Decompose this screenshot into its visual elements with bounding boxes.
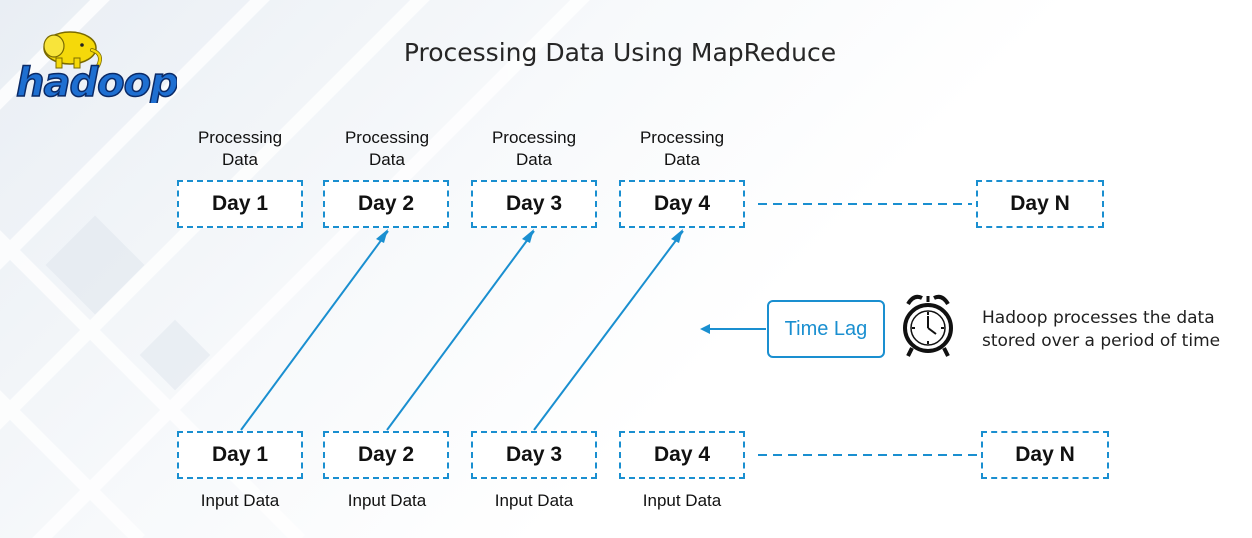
- input-day-1-box: Day 1: [177, 431, 303, 479]
- processing-day-1-box: Day 1: [177, 180, 303, 228]
- arrow-left-icon: [700, 324, 710, 334]
- time-lag-box: Time Lag: [767, 300, 885, 358]
- input-label-2: Input Data: [347, 491, 427, 510]
- input-day-4-box: Day 4: [619, 431, 745, 479]
- input-day-3-box: Day 3: [471, 431, 597, 479]
- arrow-day3-to-day4: [533, 230, 684, 431]
- input-day-2-box: Day 2: [323, 431, 449, 479]
- processing-day-n-box: Day N: [976, 180, 1104, 228]
- processing-day-2-box: Day 2: [323, 180, 449, 228]
- elephant-logo-icon: [43, 31, 102, 69]
- processing-day-3-box: Day 3: [471, 180, 597, 228]
- description-text: Hadoop processes the data stored over a …: [982, 308, 1221, 351]
- svg-text:hadoop: hadoop: [16, 60, 177, 103]
- input-label-3: Input Data: [494, 491, 574, 510]
- alarm-clock-icon: [903, 294, 953, 357]
- input-label-1: Input Data: [200, 491, 280, 510]
- arrow-day1-to-day2: [240, 230, 389, 431]
- processing-day-4-box: Day 4: [619, 180, 745, 228]
- arrow-day2-to-day3: [386, 230, 535, 431]
- hadoop-logo: hadoop: [15, 31, 177, 103]
- page-title: Processing Data Using MapReduce: [403, 38, 837, 67]
- input-day-n-box: Day N: [981, 431, 1109, 479]
- input-label-4: Input Data: [642, 491, 722, 510]
